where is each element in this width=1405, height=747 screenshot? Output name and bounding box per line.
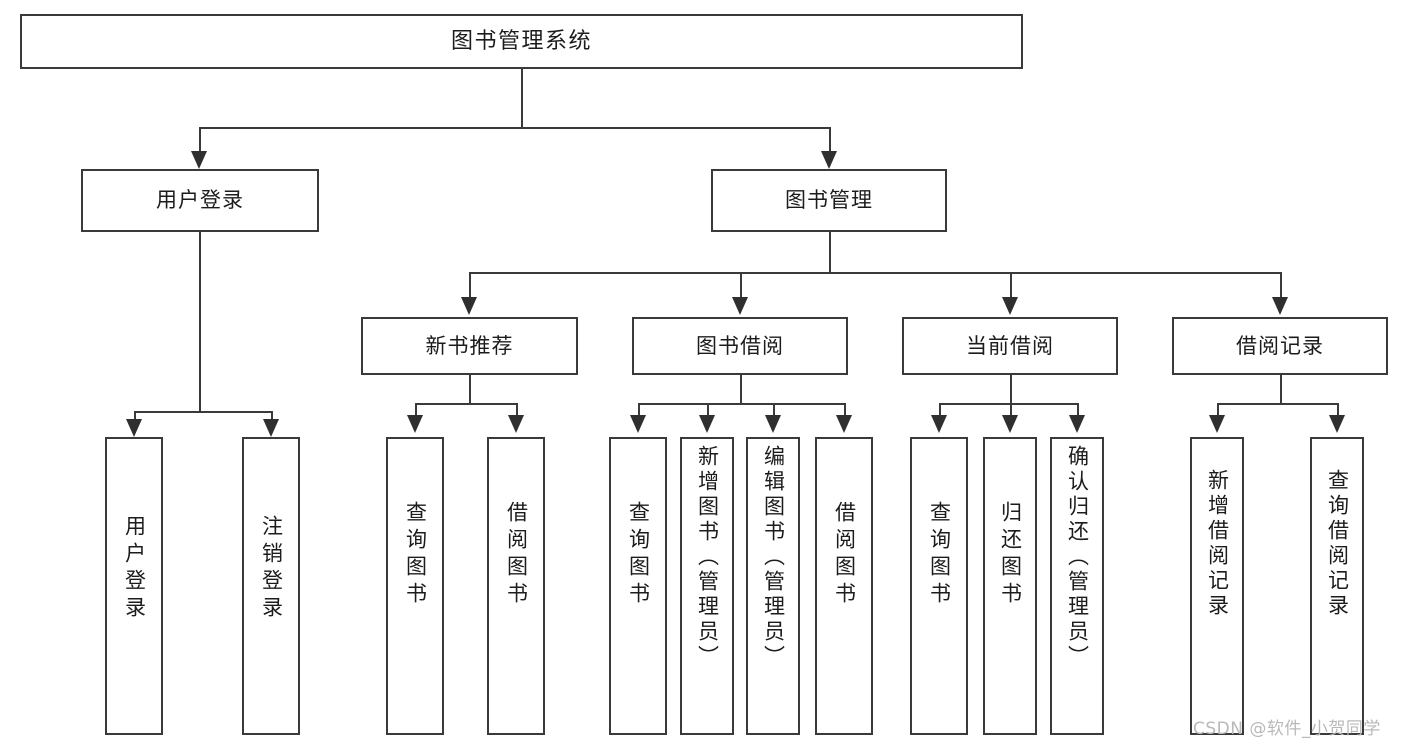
connector-root-to-book-management [829,127,831,153]
node-label: 新增图书（管理员） [695,445,720,670]
node-borrow-record[interactable]: 借阅记录 [1172,317,1388,375]
connector-current-borrow-stem [1010,375,1012,403]
arrow-bb-to-leaf-3 [765,415,781,433]
node-label: 用户登录 [122,515,147,623]
arrow-bm-to-borrow-record [1272,297,1288,315]
connector-bb-to-leaf-4 [844,403,846,417]
arrow-bm-to-new-book [461,297,477,315]
connector-new-book-bus [415,403,516,405]
node-leaf-add-record[interactable]: 新增借阅记录 [1190,437,1244,735]
node-leaf-add-book[interactable]: 新增图书（管理员） [680,437,734,735]
node-label: 当前借阅 [966,333,1054,358]
node-label: 查询图书 [927,501,952,609]
node-label: 借阅图书 [832,501,857,609]
node-label: 注销登录 [259,515,284,623]
connector-bm-to-current-borrow [1010,272,1012,299]
node-root-system[interactable]: 图书管理系统 [20,14,1023,69]
arrow-nb-to-leaf-1 [407,415,423,433]
connector-br-to-leaf-2 [1337,403,1339,417]
arrow-ul-to-leaf-1 [126,419,142,437]
connector-root-to-user-login [199,127,201,153]
node-leaf-confirm-return[interactable]: 确认归还（管理员） [1050,437,1104,735]
node-label: 查询图书 [626,501,651,609]
connector-new-book-stem [469,375,471,403]
arrow-bb-to-leaf-4 [836,415,852,433]
arrow-cb-to-leaf-3 [1069,415,1085,433]
node-new-book-recommend[interactable]: 新书推荐 [361,317,578,375]
node-leaf-user-login[interactable]: 用户登录 [105,437,163,735]
connector-root-stem [521,69,523,127]
node-label: 借阅记录 [1236,333,1324,358]
node-book-borrow[interactable]: 图书借阅 [632,317,848,375]
node-user-login[interactable]: 用户登录 [81,169,319,232]
arrow-cb-to-leaf-1 [931,415,947,433]
node-label: 用户登录 [156,188,244,213]
node-label: 编辑图书（管理员） [761,445,786,670]
node-leaf-borrow-book-1[interactable]: 借阅图书 [487,437,545,735]
connector-bb-to-leaf-3 [773,403,775,417]
node-label: 图书管理系统 [450,28,592,54]
arrow-bm-to-book-borrow [732,297,748,315]
connector-cb-to-leaf-3 [1077,403,1079,417]
csdn-watermark: CSDN @软件_小贺同学 [1193,719,1381,739]
node-leaf-query-book-2[interactable]: 查询图书 [609,437,667,735]
connector-user-login-bus [134,411,271,413]
connector-borrow-record-bus [1217,403,1337,405]
connector-bm-to-new-book [469,272,471,299]
node-label: 新增借阅记录 [1205,469,1230,619]
node-label: 归还图书 [998,501,1023,609]
connector-ul-to-leaf-2 [271,411,273,421]
arrow-root-to-user-login [191,151,207,169]
connector-user-login-stem [199,232,201,411]
node-leaf-query-record[interactable]: 查询借阅记录 [1310,437,1364,735]
connector-book-borrow-bus [638,403,844,405]
connector-bm-to-borrow-record [1280,272,1282,299]
connector-root-bus [199,127,831,129]
arrow-bb-to-leaf-1 [630,415,646,433]
node-label: 新书推荐 [425,333,514,358]
node-label: 图书管理 [785,188,873,213]
connector-nb-to-leaf-1 [415,403,417,417]
node-label: 确认归还（管理员） [1065,445,1090,670]
connector-ul-to-leaf-1 [134,411,136,421]
node-book-management[interactable]: 图书管理 [711,169,947,232]
connector-br-to-leaf-1 [1217,403,1219,417]
arrow-bb-to-leaf-2 [699,415,715,433]
connector-bb-to-leaf-2 [707,403,709,417]
node-leaf-borrow-book-2[interactable]: 借阅图书 [815,437,873,735]
connector-book-management-stem [829,232,831,272]
node-leaf-edit-book[interactable]: 编辑图书（管理员） [746,437,800,735]
arrow-br-to-leaf-1 [1209,415,1225,433]
node-label: 查询图书 [403,501,428,609]
node-label: 查询借阅记录 [1325,469,1350,619]
connector-cb-to-leaf-1 [939,403,941,417]
connector-book-borrow-stem [740,375,742,403]
node-current-borrow[interactable]: 当前借阅 [902,317,1118,375]
node-leaf-return-book[interactable]: 归还图书 [983,437,1037,735]
arrow-br-to-leaf-2 [1329,415,1345,433]
node-leaf-query-book-3[interactable]: 查询图书 [910,437,968,735]
node-label: 借阅图书 [504,501,529,609]
arrow-bm-to-current-borrow [1002,297,1018,315]
connector-bm-to-book-borrow [740,272,742,299]
node-leaf-logout[interactable]: 注销登录 [242,437,300,735]
arrow-root-to-book-management [821,151,837,169]
arrow-nb-to-leaf-2 [508,415,524,433]
arrow-cb-to-leaf-2 [1002,415,1018,433]
connector-nb-to-leaf-2 [516,403,518,417]
connector-book-management-bus [469,272,1280,274]
node-label: 图书借阅 [696,333,784,358]
node-leaf-query-book-1[interactable]: 查询图书 [386,437,444,735]
connector-current-borrow-bus [939,403,1077,405]
connector-cb-to-leaf-2 [1010,403,1012,417]
arrow-ul-to-leaf-2 [263,419,279,437]
connector-bb-to-leaf-1 [638,403,640,417]
connector-borrow-record-stem [1280,375,1282,403]
